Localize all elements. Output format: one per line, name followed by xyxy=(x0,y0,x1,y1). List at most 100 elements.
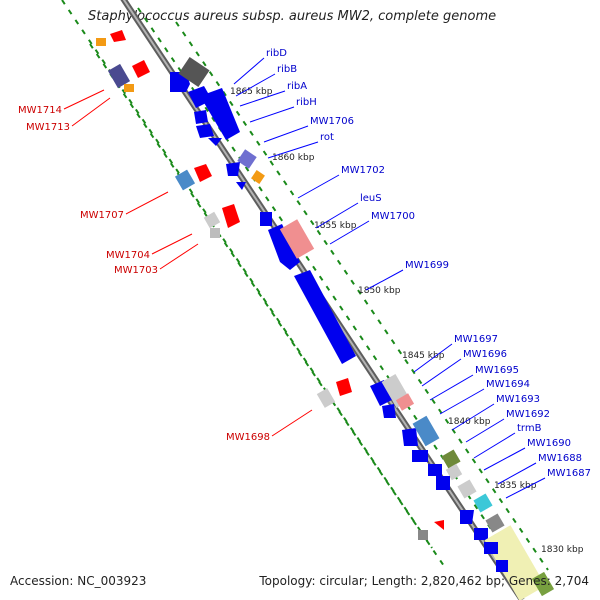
gene-grey-3 xyxy=(485,513,505,533)
gene-MW1690[interactable] xyxy=(428,464,442,476)
gene-MW1713[interactable] xyxy=(124,84,134,92)
gene-MW1696b xyxy=(395,393,415,411)
gene-yellow-1 xyxy=(484,525,546,600)
gene-label-mw1707[interactable]: MW1707 xyxy=(80,210,124,221)
gene-bottom-red[interactable] xyxy=(434,520,444,530)
leader-line-mw1696 xyxy=(421,358,462,387)
gene-label-mw1697[interactable]: MW1697 xyxy=(454,334,498,345)
track-inner-left xyxy=(89,43,445,567)
gene-trmB[interactable] xyxy=(441,449,461,469)
gene-MW1695[interactable] xyxy=(382,404,396,418)
gene-MW1699[interactable] xyxy=(294,270,356,364)
leader-line-mw1700 xyxy=(329,220,370,245)
gene-label-mw1714[interactable]: MW1714 xyxy=(18,105,62,116)
gene-label-mw1704[interactable]: MW1704 xyxy=(106,250,150,261)
gene-MW1707-red[interactable] xyxy=(194,164,212,182)
gene-label-ribh[interactable]: ribH xyxy=(296,97,317,108)
gene-label-mw1703[interactable]: MW1703 xyxy=(114,265,158,276)
scale-label-1845-kbp: 1845 kbp xyxy=(402,351,445,361)
gene-MW1700[interactable] xyxy=(279,219,315,259)
gene-MW1714-red[interactable] xyxy=(132,60,150,78)
gene-label-mw1690[interactable]: MW1690 xyxy=(527,438,571,449)
gene-label-mw1692[interactable]: MW1692 xyxy=(506,409,550,420)
track-outer-right xyxy=(175,21,549,571)
gene-ribA[interactable] xyxy=(200,88,240,140)
track-outer-left xyxy=(61,0,433,549)
gene-MW1706[interactable] xyxy=(237,149,257,169)
gene-label-rot[interactable]: rot xyxy=(320,132,334,143)
map-title: Staphylococcus aureus subsp. aureus MW2,… xyxy=(88,9,497,24)
gene-bottom-grey xyxy=(418,530,428,540)
gene-label-ribd[interactable]: ribD xyxy=(266,48,287,59)
gene-MW1698[interactable] xyxy=(316,388,336,408)
leader-line-leus xyxy=(315,202,359,229)
leader-line-mw1699 xyxy=(365,269,404,291)
gene-green-1 xyxy=(531,571,555,597)
gene-leuS[interactable] xyxy=(268,224,300,270)
gene-label-mw1698[interactable]: MW1698 xyxy=(226,432,270,443)
leader-line-mw1692 xyxy=(465,418,505,443)
gene-label-mw1702[interactable]: MW1702 xyxy=(341,165,385,176)
leader-line-mw1703 xyxy=(159,243,199,270)
gene-small-2[interactable] xyxy=(236,182,246,190)
gene-label-mw1693[interactable]: MW1693 xyxy=(496,394,540,405)
gene-label-mw1699[interactable]: MW1699 xyxy=(405,260,449,271)
scale-label-1835-kbp: 1835 kbp xyxy=(494,481,537,491)
gene-MW1688[interactable] xyxy=(436,476,450,490)
gene-MW1687[interactable] xyxy=(473,493,493,513)
gene-small-5[interactable] xyxy=(484,542,498,554)
gene-MW1694[interactable] xyxy=(402,428,418,446)
leader-line-mw1687 xyxy=(505,477,546,499)
gene-ribD-shade xyxy=(178,56,210,88)
gene-label-mw1696[interactable]: MW1696 xyxy=(463,349,507,360)
gene-MW1702[interactable] xyxy=(260,212,272,226)
scale-label-1855-kbp: 1855 kbp xyxy=(314,221,357,231)
leader-line-mw1688 xyxy=(497,462,537,485)
gene-MW1698-red[interactable] xyxy=(336,378,352,396)
gene-MW1704-red[interactable] xyxy=(222,204,240,228)
leader-line-ribd xyxy=(233,57,265,85)
leader-line-mw1713 xyxy=(71,97,111,127)
topology-summary-text: Topology: circular; Length: 2,820,462 bp… xyxy=(259,574,589,588)
gene-grey-2 xyxy=(457,479,477,499)
gene-ribH[interactable] xyxy=(194,110,208,124)
leader-line-ribb xyxy=(235,73,276,97)
scale-label-1830-kbp: 1830 kbp xyxy=(541,545,584,555)
gene-small-1[interactable] xyxy=(208,138,222,146)
leader-line-mw1695 xyxy=(429,374,474,401)
gene-label-ribb[interactable]: ribB xyxy=(277,64,297,75)
gene-small-6[interactable] xyxy=(496,560,508,572)
gene-label-mw1688[interactable]: MW1688 xyxy=(538,453,582,464)
gene-top-red[interactable] xyxy=(110,30,126,42)
gene-label-leus[interactable]: leuS xyxy=(360,193,382,204)
leader-line-mw1690 xyxy=(483,447,526,471)
gene-label-trmb[interactable]: trmB xyxy=(517,423,542,434)
gene-MW1704[interactable] xyxy=(203,211,221,229)
leader-line-rot xyxy=(267,141,319,159)
accession-text: Accession: NC_003923 xyxy=(10,574,147,588)
gene-orange-1 xyxy=(251,170,265,184)
gene-label-mw1695[interactable]: MW1695 xyxy=(475,365,519,376)
gene-ribE[interactable] xyxy=(196,124,214,138)
gene-small-3[interactable] xyxy=(460,510,474,524)
gene-MW1703[interactable] xyxy=(210,228,220,238)
gene-label-mw1706[interactable]: MW1706 xyxy=(310,116,354,127)
gene-label-mw1713[interactable]: MW1713 xyxy=(26,122,70,133)
gene-label-mw1700[interactable]: MW1700 xyxy=(371,211,415,222)
gene-MW1693[interactable] xyxy=(412,415,440,447)
leader-line-mw1697 xyxy=(413,343,453,373)
leader-line-ribh xyxy=(249,106,295,123)
scale-label-1865-kbp: 1865 kbp xyxy=(230,87,273,97)
gene-label-riba[interactable]: ribA xyxy=(287,81,307,92)
gene-rot[interactable] xyxy=(226,162,240,176)
gene-small-4[interactable] xyxy=(474,528,488,540)
gene-MW1707[interactable] xyxy=(174,169,196,191)
gene-MW1714[interactable] xyxy=(107,63,131,89)
gene-label-mw1687[interactable]: MW1687 xyxy=(547,468,591,479)
gene-MW1692[interactable] xyxy=(412,450,428,462)
leader-line-mw1698 xyxy=(271,409,313,437)
gene-label-mw1694[interactable]: MW1694 xyxy=(486,379,530,390)
